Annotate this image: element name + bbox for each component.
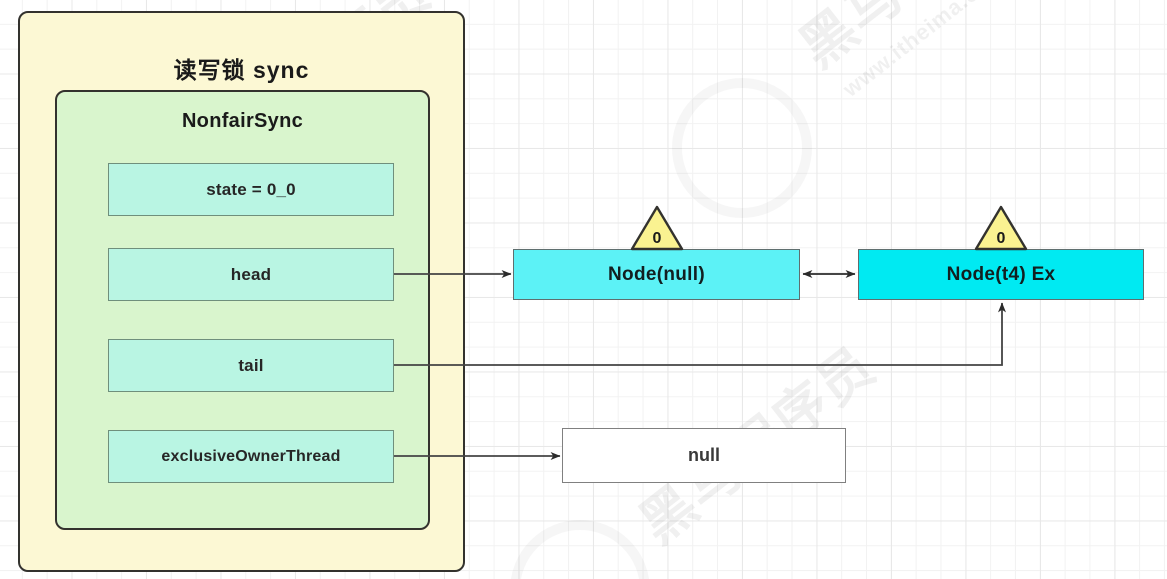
owner-null-box: null (562, 428, 846, 483)
field-tail: tail (108, 339, 394, 392)
inner-container-title: NonfairSync (181, 110, 304, 132)
node-t4-box: Node(t4) Ex (858, 249, 1144, 300)
waitstatus-value-node-null: 0 (652, 230, 662, 247)
edge-tail-to-node-t4 (394, 302, 1006, 366)
outer-container-title: 读写锁 sync (173, 57, 310, 83)
node-null-box: Node(null) (513, 249, 800, 300)
waitstatus-value-node-t4: 0 (996, 230, 1006, 247)
field-state: state = 0_0 (108, 163, 394, 216)
triangle-icon (630, 205, 684, 251)
field-exclusive-owner-thread: exclusiveOwnerThread (108, 430, 394, 483)
waitstatus-badge-node-null: 0 (630, 205, 684, 251)
waitstatus-badge-node-t4: 0 (974, 205, 1028, 251)
triangle-icon (974, 205, 1028, 251)
field-head: head (108, 248, 394, 301)
